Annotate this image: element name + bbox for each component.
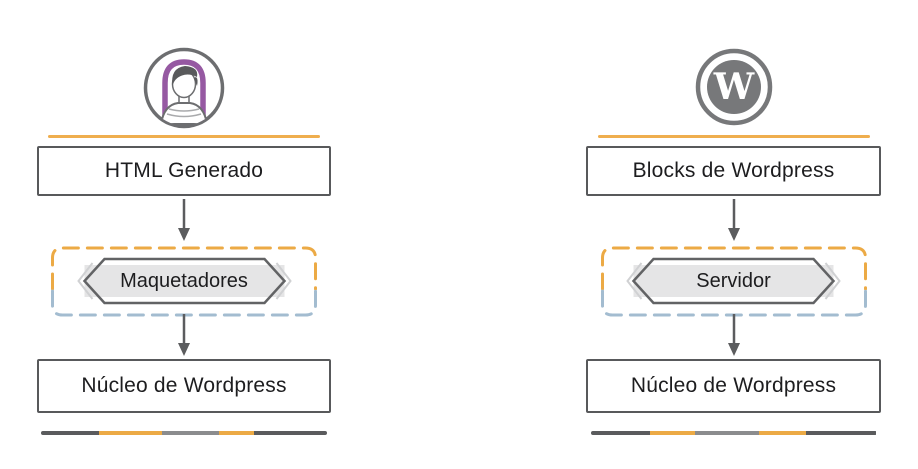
accent-divider-line — [48, 135, 320, 138]
processor-banner-label: Servidor — [696, 269, 771, 292]
down-arrow-icon — [178, 199, 190, 241]
dashed-group-frame: Maquetadores — [51, 246, 318, 317]
down-arrow-icon — [178, 314, 190, 356]
processor-banner: Maquetadores — [76, 257, 292, 305]
processor-banner: Servidor — [626, 257, 842, 305]
processor-banner-label: Maquetadores — [120, 269, 248, 292]
source-box: Blocks de Wordpress — [586, 146, 881, 196]
down-arrow-icon — [727, 314, 740, 356]
target-box: Núcleo de Wordpress — [586, 359, 881, 413]
target-box: Núcleo de Wordpress — [37, 359, 331, 413]
accent-divider-line — [597, 135, 870, 138]
down-arrow-icon — [727, 199, 740, 241]
user-avatar-icon — [142, 46, 226, 135]
segmented-baseline — [590, 431, 877, 435]
flow-column-html: HTML Generado Maquetadores — [37, 46, 331, 441]
dashed-group-frame: Servidor — [600, 246, 867, 317]
segmented-baseline — [41, 431, 327, 435]
wordpress-icon: W — [693, 46, 775, 133]
svg-text:W: W — [712, 66, 754, 108]
source-box: HTML Generado — [37, 146, 331, 196]
flow-column-blocks: W Blocks de Wordpress Servidor — [586, 46, 881, 441]
